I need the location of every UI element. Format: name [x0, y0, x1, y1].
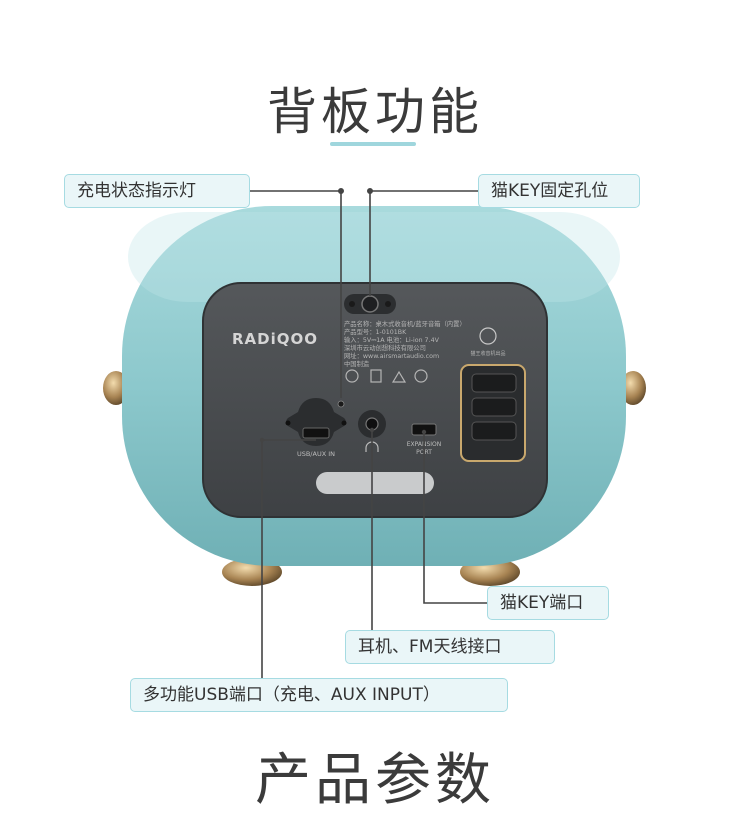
callout-cat-key-hole: 猫KEY固定孔位	[478, 174, 640, 208]
spec-line: 输入：5V⎓1A 电池：Li-ion 7.4V	[344, 335, 440, 344]
page-title: 背板功能	[267, 83, 483, 141]
cat-key-hole	[361, 295, 379, 313]
title-underline	[330, 142, 416, 146]
callout-charge-led: 充电状态指示灯	[64, 174, 250, 208]
callout-cat-key-port: 猫KEY端口	[487, 586, 609, 620]
bottom-light-bar	[316, 472, 434, 494]
callout-earphone-fm: 耳机、FM天线接口	[345, 630, 555, 664]
spec-line: 深圳市云动创想科技有限公司	[344, 343, 426, 352]
svg-text:猫王收音机出品: 猫王收音机出品	[470, 350, 505, 357]
charge-led	[337, 400, 345, 408]
usb-aux-port[interactable]	[285, 398, 347, 446]
spec-line: 网址：www.airsmartaudio.com	[344, 351, 439, 360]
right-knob	[620, 371, 646, 405]
brand-badge-icon: 猫王收音机出品	[470, 327, 506, 357]
usb-aux-label: USB/AUX IN	[297, 450, 335, 458]
spec-line: 产品名称：桌木式收音机/蓝牙音箱（内置）	[344, 319, 466, 328]
back-panel	[202, 282, 548, 518]
certification-icons	[345, 369, 428, 383]
vent-grille	[460, 364, 526, 462]
brand-logo: RADiQOO	[232, 330, 318, 348]
section-title-params: 产品参数	[255, 748, 495, 813]
earphone-jack[interactable]	[358, 410, 386, 438]
callout-usb-port: 多功能USB端口（充电、AUX INPUT）	[130, 678, 508, 712]
spec-line: 产品型号：1-0101BK	[344, 327, 407, 336]
leader-lines	[250, 188, 487, 690]
spec-line: 中国制造	[344, 359, 370, 368]
